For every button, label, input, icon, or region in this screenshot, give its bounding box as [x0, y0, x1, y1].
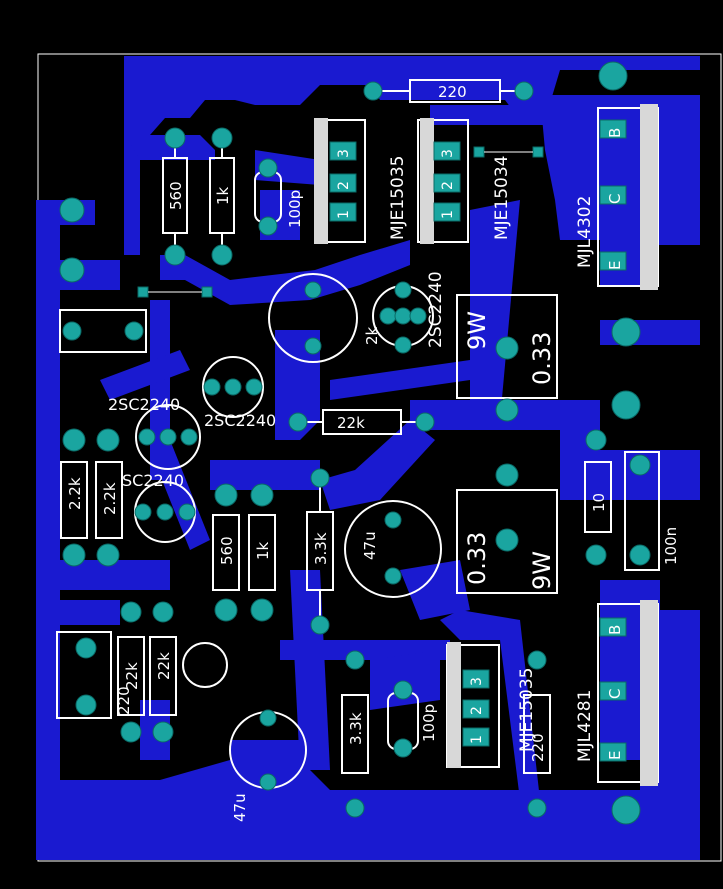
label-q2sc2240-b: 2SC2240: [108, 395, 180, 414]
r220-left-body: [117, 636, 145, 716]
r22k-bot-body: [149, 636, 177, 716]
q2sc2240-a-circle: [202, 356, 264, 418]
label-pin1c: 1: [469, 735, 485, 744]
label-c100p-top: 100p: [286, 190, 304, 228]
label-r33k-bot: 3.3k: [347, 712, 365, 745]
label-r560-mid: 560: [218, 536, 236, 565]
label-r2k: 2k: [363, 326, 381, 345]
label-r033-bot-val: 0.33: [463, 532, 491, 585]
label-q2sc2240-right: 2SC2240: [426, 271, 446, 348]
c100n-body: [624, 451, 660, 571]
label-r220-top: 220: [438, 83, 467, 101]
r220-bot-body: [523, 694, 551, 774]
label-r033-bot-w: 9W: [528, 551, 556, 590]
label-mjl4302-b: B: [606, 128, 624, 138]
label-mjl4302-c: C: [606, 194, 624, 204]
label-q-mje15035-bot: MJE15035: [517, 667, 537, 752]
label-r22k-bot-a: 22k: [123, 662, 141, 690]
label-r10: 10: [590, 493, 608, 512]
r22k-left-body: [60, 461, 88, 539]
r033-top-body: [456, 294, 558, 399]
label-pin3b: 3: [440, 149, 456, 158]
small-circle: [182, 642, 228, 688]
label-r22k-mid: 22k: [337, 414, 365, 432]
r033-bot-body: [456, 489, 558, 594]
label-c47u-mid: 47u: [361, 531, 379, 560]
label-r22k-left: 2.2k: [66, 477, 84, 510]
label-r033-top-val: 0.33: [528, 332, 556, 385]
cap-left-top: [59, 309, 147, 353]
label-r220-left: 220: [115, 686, 133, 715]
cap-circle-top: [268, 273, 358, 363]
r33k-bot-body: [341, 694, 369, 774]
label-q-mje15034: MJE15034: [492, 155, 512, 240]
r1k-mid-body: [248, 514, 276, 591]
label-c100n: 100n: [662, 527, 680, 565]
labels: 220 MJE15035 MJE15034 MJL4302 B C E 3 2 …: [66, 83, 680, 822]
label-q2sc2240-c: SC2240: [122, 471, 184, 490]
label-pin1a: 1: [336, 210, 352, 219]
q-mje15034-body: [417, 119, 469, 243]
label-mjl4281-e: E: [606, 751, 624, 760]
label-pin3a: 3: [336, 149, 352, 158]
label-q-mje15035-top: MJE15035: [388, 155, 408, 240]
silkscreen: [56, 79, 660, 789]
label-mjl4281-b: B: [606, 625, 624, 635]
label-mjl4281-c: C: [606, 689, 624, 699]
label-c100p-bot: 100p: [420, 704, 438, 742]
label-r220-bot: 220: [529, 733, 547, 762]
label-r22k-left2: 2.2k: [101, 482, 119, 515]
label-r560-top: 560: [167, 181, 185, 210]
label-q2sc2240-a: 2SC2240: [204, 411, 276, 430]
label-pin2c: 2: [469, 706, 485, 715]
label-r22k-bot-b: 22k: [155, 652, 173, 680]
q2sc2240-b-circle: [135, 404, 201, 470]
label-q-mjl4281: MJL4281: [575, 690, 595, 762]
r22k-left2-body: [95, 461, 123, 539]
heatsink-bars: [314, 104, 658, 786]
label-pin1b: 1: [440, 210, 456, 219]
label-c47u-bot: 47u: [231, 793, 249, 822]
c47u-mid-circle: [344, 500, 442, 598]
label-pin3c: 3: [469, 677, 485, 686]
label-q-mjl4302: MJL4302: [575, 196, 595, 268]
cap-left-bottom: [56, 631, 112, 719]
label-mjl4302-e: E: [606, 261, 624, 270]
label-pin2a: 2: [336, 181, 352, 190]
jumpers: [148, 151, 533, 293]
label-r1k-top: 1k: [214, 186, 232, 205]
label-r33k-mid: 3.3k: [312, 532, 330, 565]
r560-mid-body: [212, 514, 240, 591]
label-r033-top-w: 9W: [463, 311, 491, 350]
label-pin2b: 2: [440, 181, 456, 190]
label-r1k-mid: 1k: [254, 541, 272, 560]
pads: [59, 61, 651, 825]
r10-body: [584, 461, 612, 533]
